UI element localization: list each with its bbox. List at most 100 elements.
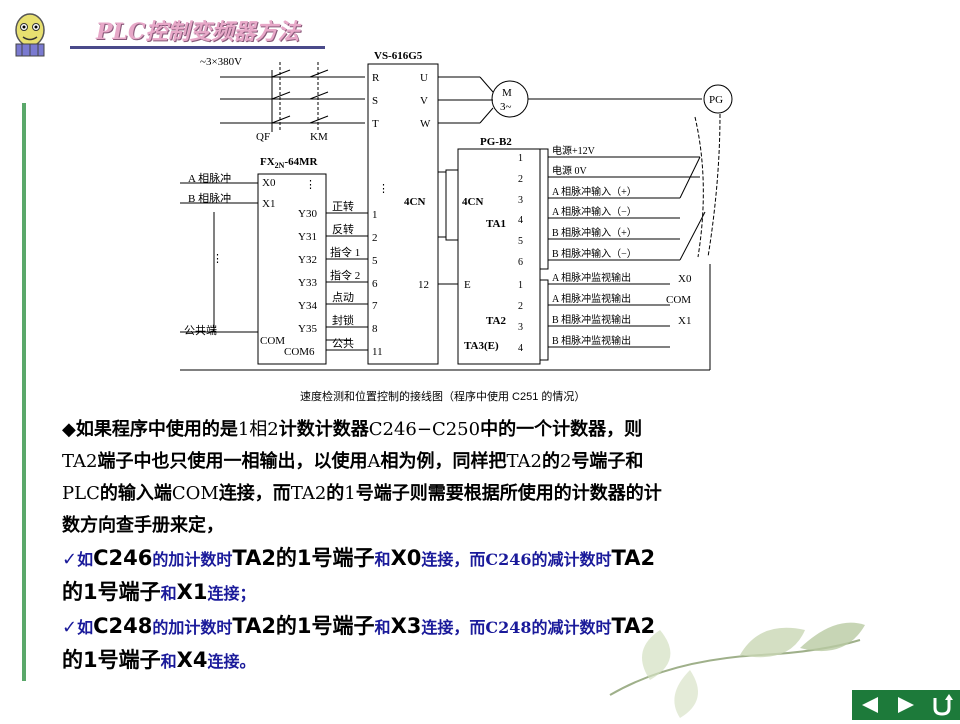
title-underline [70, 46, 325, 49]
svg-text:S: S [372, 95, 378, 107]
svg-text:反转: 反转 [332, 222, 354, 236]
svg-text:6: 6 [518, 257, 523, 268]
svg-text:4CN: 4CN [462, 196, 483, 208]
svg-text:B 相脉冲监视输出: B 相脉冲监视输出 [552, 313, 631, 326]
return-icon [933, 694, 953, 716]
svg-text:A 相脉冲监视输出: A 相脉冲监视输出 [552, 271, 631, 284]
svg-text:COM: COM [260, 335, 285, 347]
svg-text:A 相脉冲监视输出: A 相脉冲监视输出 [552, 292, 631, 305]
svg-text:X0: X0 [262, 177, 276, 189]
svg-text:11: 11 [372, 346, 383, 358]
svg-text:3: 3 [518, 322, 523, 333]
svg-text:3~: 3~ [500, 101, 512, 113]
example-line-3: ✓如C248的加计数时TA2的1号端子和X3连接，而C248的减计数时TA2 [62, 614, 656, 638]
check-icon: ✓ [62, 549, 78, 570]
svg-text:E: E [464, 279, 471, 291]
svg-text:1: 1 [372, 209, 378, 221]
svg-text:6: 6 [372, 278, 378, 290]
svg-text:B 相脉冲输入（−）: B 相脉冲输入（−） [552, 247, 637, 260]
svg-text:A 相脉冲输入（+）: A 相脉冲输入（+） [552, 185, 637, 198]
svg-text:A 相脉冲: A 相脉冲 [188, 171, 231, 185]
para-line-2: TA2端子中也只使用一相输出，以使用A相为例，同样把TA2的2号端子和 [62, 451, 644, 472]
svg-text:电源 0V: 电源 0V [552, 164, 588, 177]
svg-text:5: 5 [518, 236, 523, 247]
svg-text:公共端: 公共端 [184, 324, 217, 337]
svg-text:电源+12V: 电源+12V [552, 144, 596, 157]
prev-slide-button[interactable] [852, 690, 888, 720]
left-triangle-icon [862, 697, 878, 713]
left-accent-bar [22, 103, 26, 681]
svg-text:R: R [372, 72, 380, 84]
svg-text:⋮: ⋮ [212, 253, 223, 265]
svg-text:V: V [420, 95, 428, 107]
diagram-caption: 速度检测和位置控制的接线图（程序中使用 C251 的情况） [300, 389, 585, 403]
return-button[interactable] [924, 690, 960, 720]
svg-text:PG-B2: PG-B2 [480, 136, 512, 148]
svg-text:T: T [372, 118, 379, 130]
mascot-logo-icon [15, 13, 45, 57]
svg-text:U: U [420, 72, 428, 84]
wiring-diagram: ~3×380V VS-616G5 R S T U V W QF KM M 3~ … [180, 52, 733, 403]
svg-text:TA1: TA1 [486, 218, 506, 230]
svg-text:2: 2 [372, 232, 378, 244]
svg-text:Y35: Y35 [298, 323, 317, 335]
svg-text:Y32: Y32 [298, 254, 317, 266]
svg-text:QF: QF [256, 131, 270, 143]
leaf-decoration-icon [609, 622, 865, 718]
svg-text:Y34: Y34 [298, 300, 317, 312]
svg-text:COM6: COM6 [284, 346, 315, 358]
next-slide-button[interactable] [888, 690, 924, 720]
svg-text:X0: X0 [678, 273, 692, 285]
svg-text:点动: 点动 [332, 291, 354, 304]
svg-text:8: 8 [372, 323, 378, 335]
svg-text:5: 5 [372, 255, 378, 267]
svg-text:TA3(E): TA3(E) [464, 340, 499, 352]
svg-text:3: 3 [518, 195, 523, 206]
svg-text:指令 2: 指令 2 [330, 268, 360, 282]
svg-text:~3×380V: ~3×380V [200, 56, 242, 68]
svg-text:Y30: Y30 [298, 208, 317, 220]
check-icon: ✓ [62, 617, 78, 638]
svg-text:B 相脉冲监视输出: B 相脉冲监视输出 [552, 334, 631, 347]
svg-text:封锁: 封锁 [332, 313, 354, 327]
svg-text:COM: COM [666, 294, 691, 306]
svg-text:X1: X1 [678, 315, 691, 327]
svg-text:12: 12 [418, 279, 429, 291]
svg-text:B 相脉冲: B 相脉冲 [188, 191, 231, 205]
svg-text:FX2N-64MR: FX2N-64MR [260, 156, 318, 170]
svg-text:4: 4 [518, 343, 523, 354]
svg-text:X1: X1 [262, 198, 275, 210]
svg-text:TA2: TA2 [486, 315, 506, 327]
svg-text:W: W [420, 118, 431, 130]
svg-text:指令 1: 指令 1 [330, 245, 360, 259]
para-line-1: ◆如果程序中使用的是1相2计数计数器C246−C250中的一个计数器，则 [62, 419, 643, 440]
svg-text:⋮: ⋮ [305, 179, 316, 191]
svg-text:VS-616G5: VS-616G5 [374, 52, 423, 62]
svg-text:1: 1 [518, 153, 523, 164]
svg-text:1: 1 [518, 280, 523, 291]
svg-text:M: M [502, 87, 512, 99]
svg-text:2: 2 [518, 301, 523, 312]
example-line-1: ✓如C246的加计数时TA2的1号端子和X0连接，而C246的减计数时TA2 [62, 546, 656, 570]
svg-text:Y31: Y31 [298, 231, 317, 243]
svg-text:4: 4 [518, 215, 523, 226]
example-line-2: 的1号端子和X1连接； [62, 580, 256, 604]
right-triangle-icon [898, 697, 914, 713]
example-line-4: 的1号端子和X4连接。 [62, 648, 256, 672]
svg-text:公共: 公共 [332, 337, 354, 350]
svg-text:⋮: ⋮ [378, 183, 389, 195]
svg-text:KM: KM [310, 131, 328, 143]
svg-text:2: 2 [518, 174, 523, 185]
explanation-text: ◆如果程序中使用的是1相2计数计数器C246−C250中的一个计数器，则 TA2… [62, 414, 902, 678]
slide-nav-bar [852, 690, 960, 720]
svg-text:PG: PG [709, 94, 723, 106]
para-line-4: 数方向查手册来定， [62, 515, 224, 536]
svg-text:A 相脉冲输入（−）: A 相脉冲输入（−） [552, 205, 637, 218]
svg-text:4CN: 4CN [404, 196, 425, 208]
para-line-3: PLC的输入端COM连接，而TA2的1号端子则需要根据所使用的计数器的计 [62, 483, 662, 504]
page-title: PLC控制变频器方法 [96, 19, 300, 45]
svg-text:Y33: Y33 [298, 277, 317, 289]
svg-text:B 相脉冲输入（+）: B 相脉冲输入（+） [552, 226, 637, 239]
svg-text:正转: 正转 [332, 199, 354, 213]
svg-text:7: 7 [372, 300, 378, 312]
